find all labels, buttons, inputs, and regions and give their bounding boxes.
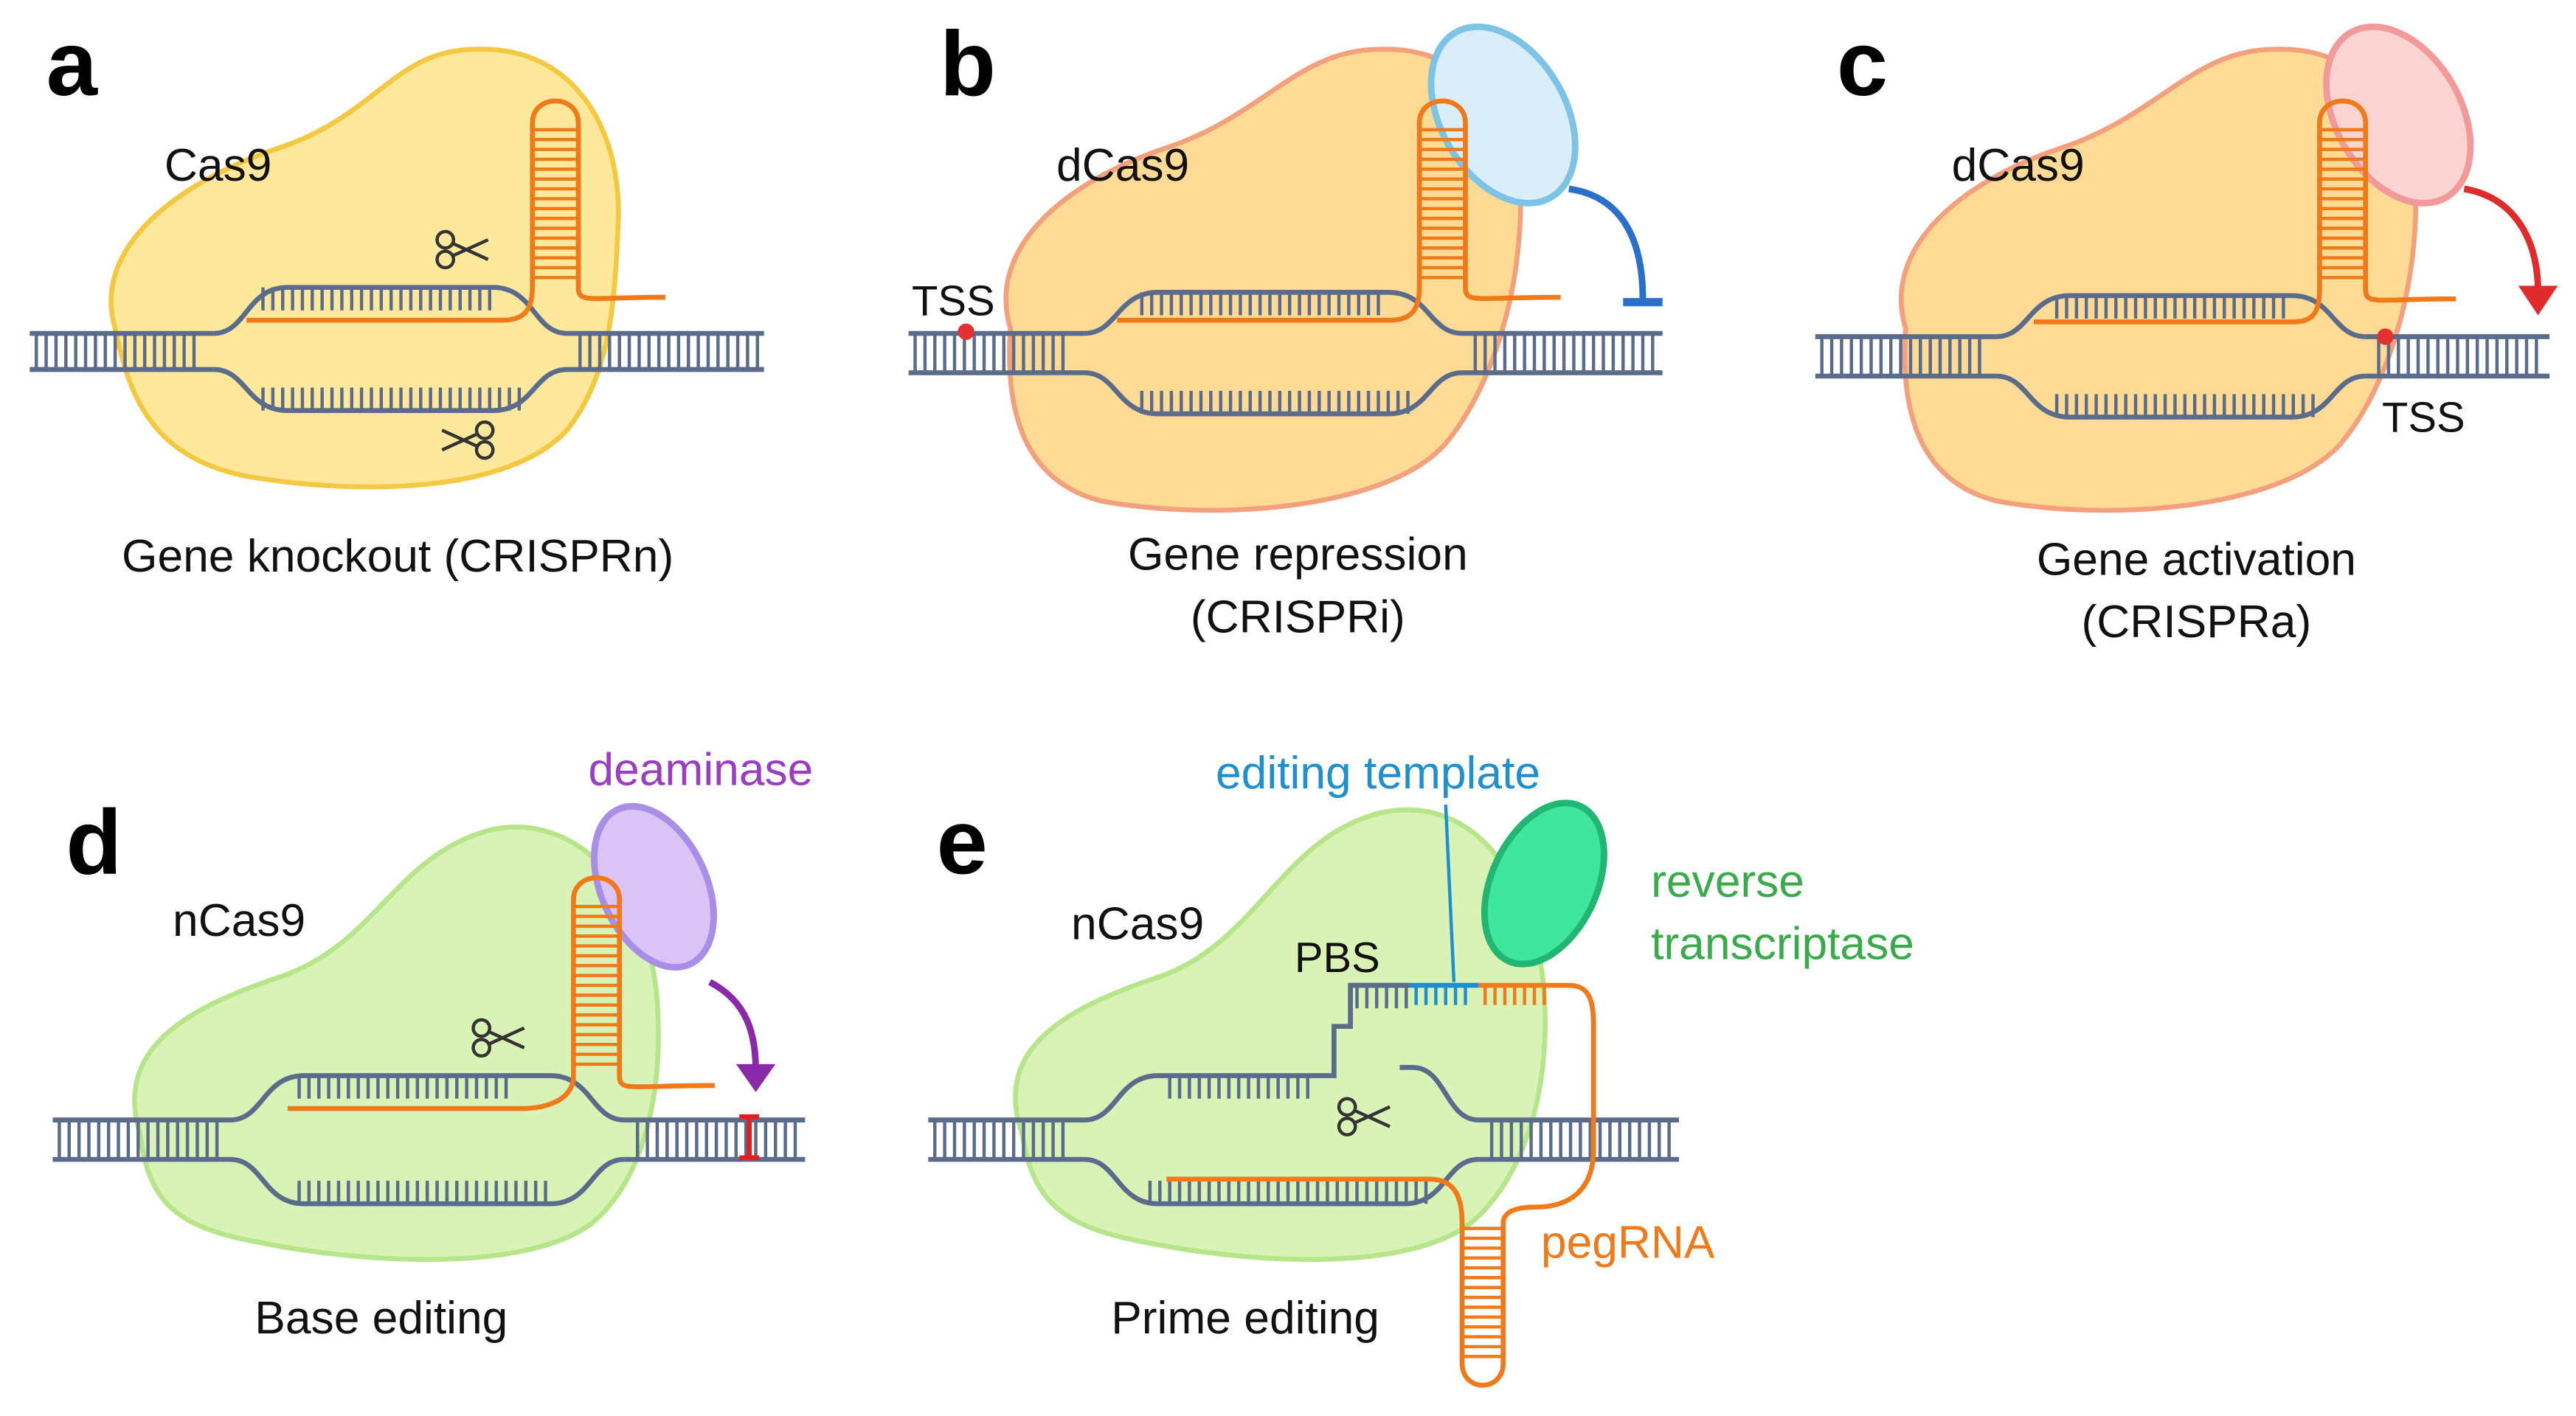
activation-arrowhead xyxy=(2518,285,2558,316)
pbs-label: PBS xyxy=(1295,934,1380,982)
caption-line-2: (CRISPRi) xyxy=(1191,591,1405,642)
dna-duplex xyxy=(908,290,1663,417)
panel-letter-a: a xyxy=(46,13,99,115)
guide-rna xyxy=(246,98,666,323)
enzyme-label: Cas9 xyxy=(165,140,272,191)
panel-b-gene-repression: b dCas9 TSS Gene repression (CRISPRi) xyxy=(908,13,1663,642)
deaminase-domain xyxy=(590,802,717,971)
deaminase-label: deaminase xyxy=(588,744,813,795)
reverse-transcriptase-label-2: transcriptase xyxy=(1651,918,1914,969)
panel-letter-d: d xyxy=(66,791,122,894)
deaminase-arrowhead xyxy=(735,1063,776,1092)
repression-arrow xyxy=(1568,185,1647,299)
reverse-transcriptase-domain xyxy=(1481,799,1607,968)
caption-line-1: Gene activation xyxy=(2037,534,2356,585)
panel-letter-c: c xyxy=(1837,13,1888,115)
scissors-icon xyxy=(435,229,489,270)
guide-rna xyxy=(2033,98,2456,324)
tss-dot xyxy=(958,323,974,340)
panel-letter-b: b xyxy=(940,13,996,115)
guide-rna xyxy=(1117,98,1561,323)
panel-letter-e: e xyxy=(936,791,987,894)
scissors-icon xyxy=(441,420,495,460)
tss-label: TSS xyxy=(2382,395,2465,442)
guide-rna xyxy=(287,875,715,1111)
dcas9-protein xyxy=(1003,46,1523,513)
ncas9-protein xyxy=(1013,807,1548,1263)
panel-d-base-editing: d nCas9 deaminase Base editing xyxy=(52,744,813,1344)
caption-line-2: (CRISPRa) xyxy=(2082,597,2312,648)
tss-label: TSS xyxy=(912,278,995,325)
dna-duplex xyxy=(52,1073,806,1207)
caption-line-1: Base editing xyxy=(255,1293,508,1344)
scissors-icon xyxy=(471,1018,525,1058)
peg-rna xyxy=(1166,982,1596,1388)
template-pointer xyxy=(1444,805,1456,982)
reverse-transcriptase-label-1: reverse xyxy=(1651,856,1804,907)
tss-dot xyxy=(2377,328,2394,345)
dna-duplex xyxy=(30,285,764,414)
caption-line-1: Prime editing xyxy=(1111,1293,1379,1344)
scissors-icon xyxy=(1337,1097,1391,1136)
deaminase-arrow xyxy=(708,979,759,1071)
enzyme-label: dCas9 xyxy=(1056,140,1189,191)
enzyme-label: dCas9 xyxy=(1952,140,2085,191)
ncas9-protein xyxy=(132,825,661,1263)
caption-line-1: Gene knockout (CRISPRn) xyxy=(122,531,674,582)
panel-a-gene-knockout: a Cas9 Gene knockout (CRISPRn) xyxy=(30,13,764,582)
caption-line-1: Gene repression xyxy=(1128,530,1468,580)
dna-duplex xyxy=(1815,293,2550,420)
enzyme-label: nCas9 xyxy=(173,895,305,946)
panel-e-prime-editing: e nCas9 PBS editing template reverse tra… xyxy=(928,748,1914,1388)
enzyme-label: nCas9 xyxy=(1071,899,1204,950)
pegrna-label: pegRNA xyxy=(1541,1218,1715,1268)
dna-duplex xyxy=(928,982,1679,1207)
edited-base-mark xyxy=(739,1114,759,1161)
activation-arrow xyxy=(2463,185,2542,293)
editing-template-label: editing template xyxy=(1216,748,1540,799)
panel-c-gene-activation: c dCas9 TSS Gene activation (CRISPRa) xyxy=(1815,13,2558,648)
